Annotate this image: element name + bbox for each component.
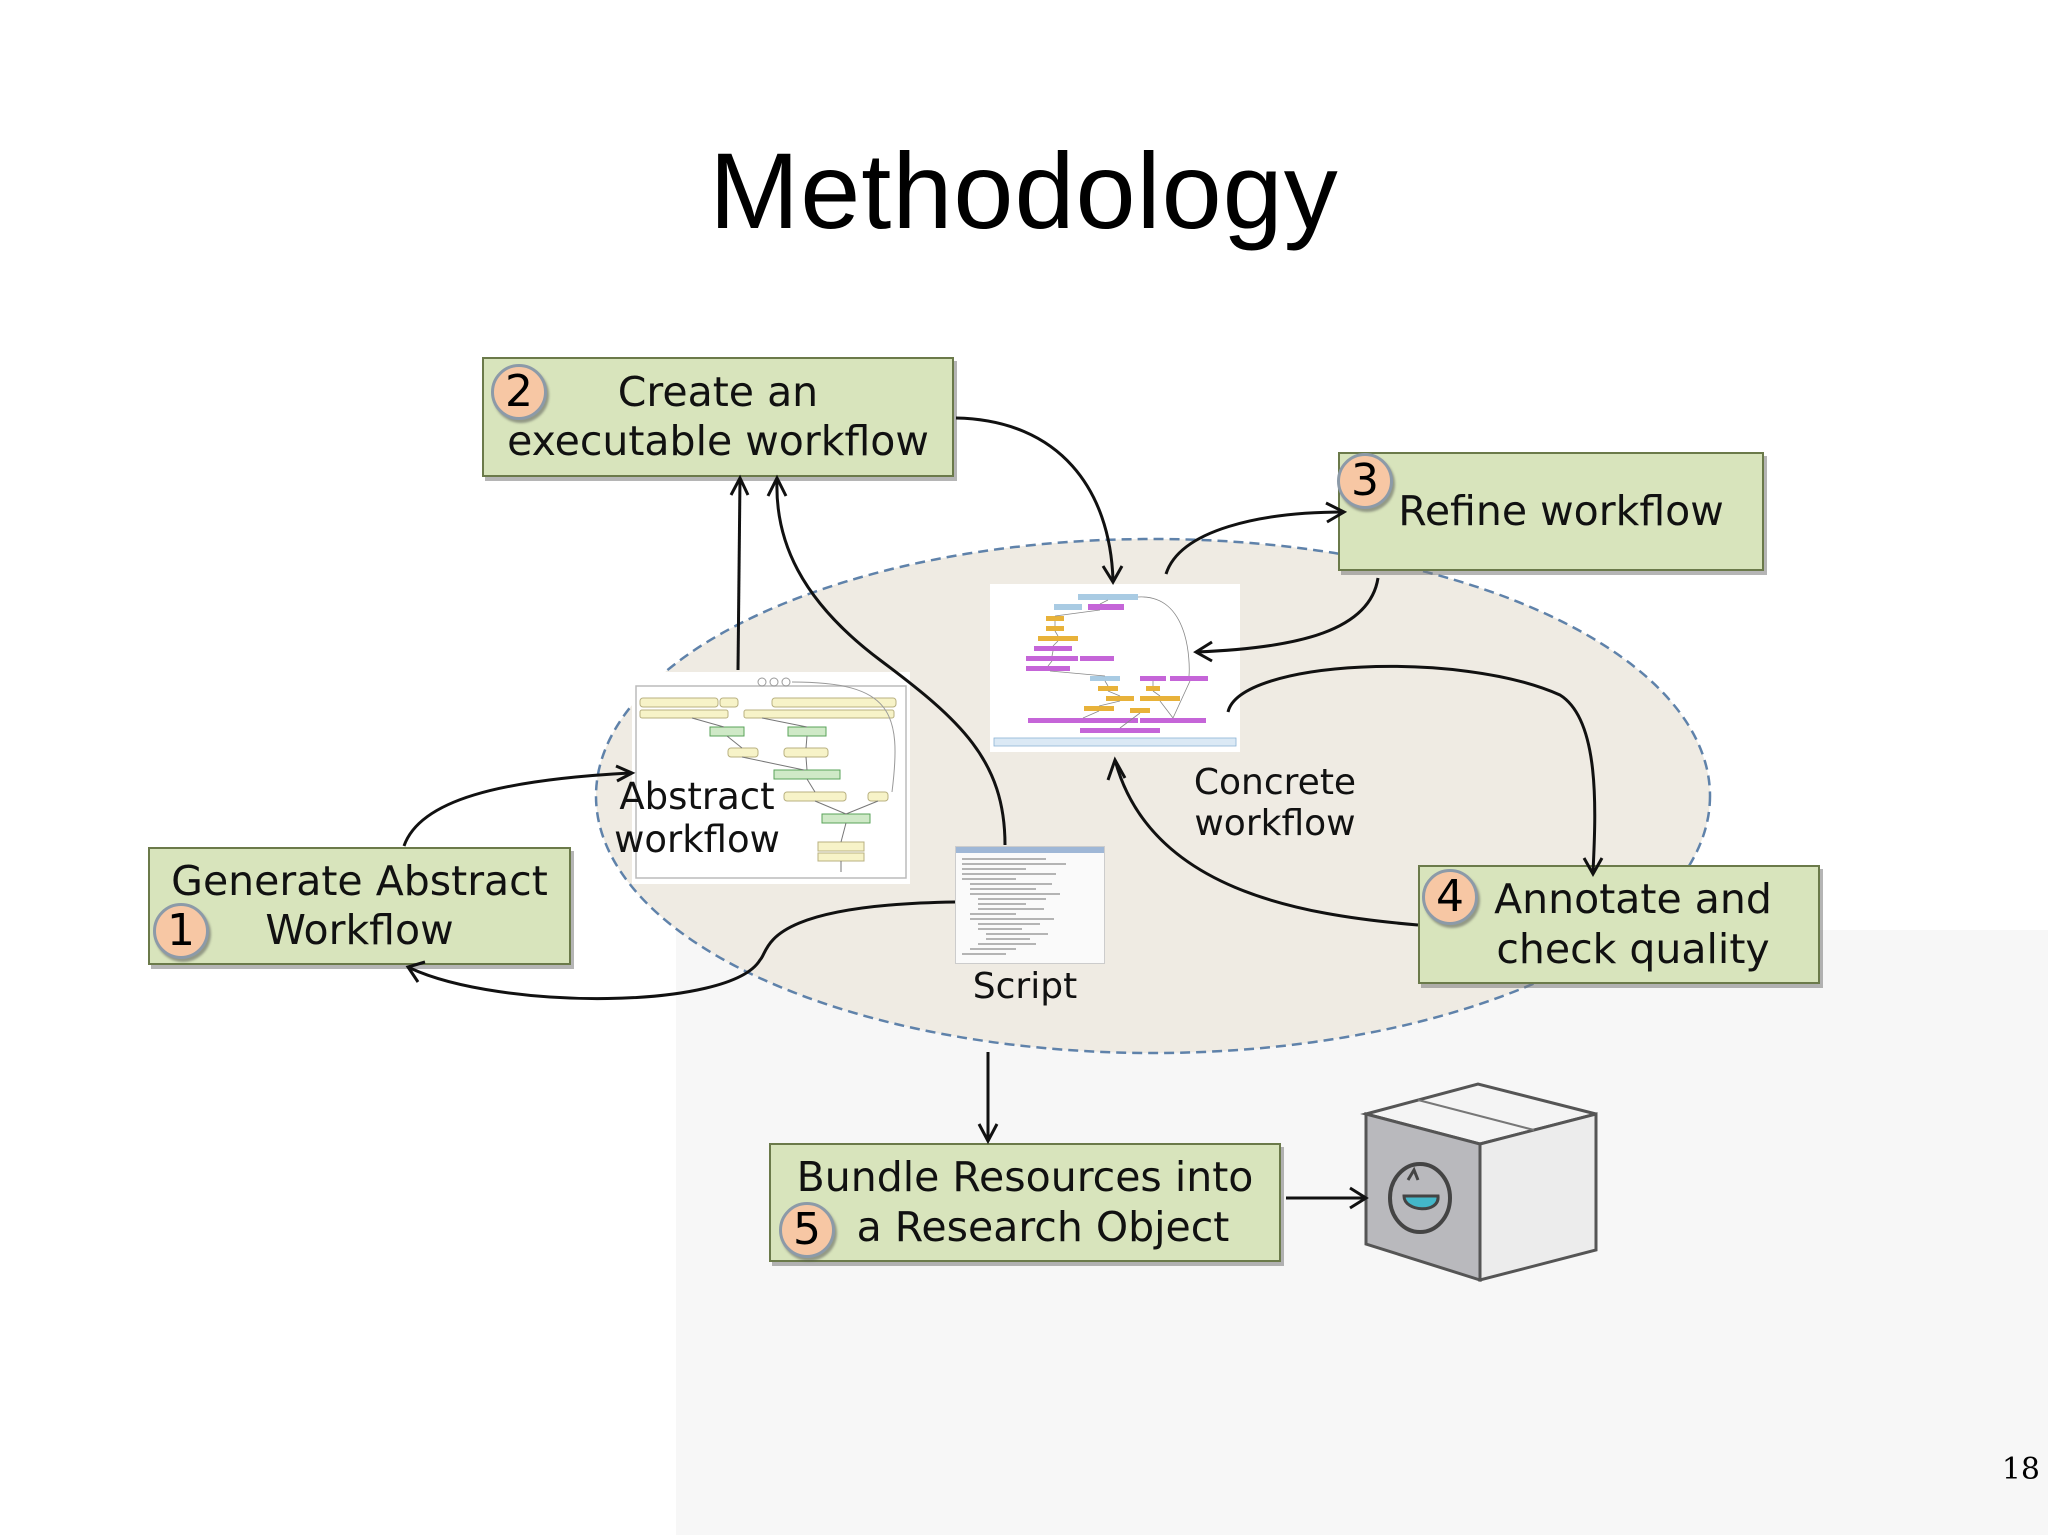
step-1-box: Generate Abstract Workflow bbox=[148, 847, 571, 965]
page-number: 18 bbox=[2001, 1452, 2040, 1487]
step-3-box: Refine workflow bbox=[1338, 452, 1764, 571]
concrete-workflow-label: Concrete workflow bbox=[1180, 762, 1370, 845]
step-5-box: Bundle Resources into a Research Object bbox=[769, 1143, 1281, 1262]
abstract-workflow-label: Abstract workflow bbox=[612, 775, 782, 861]
abstract-workflow-graph bbox=[635, 677, 907, 879]
step-5-line1: Bundle Resources into bbox=[796, 1153, 1254, 1202]
step-4-line2: check quality bbox=[1496, 924, 1770, 973]
step-2-line2: executable workflow bbox=[507, 417, 929, 465]
step-2-box: Create an executable workflow bbox=[482, 357, 954, 477]
step-3-line1: Refine workflow bbox=[1398, 486, 1724, 535]
script-text-lines bbox=[956, 847, 1104, 955]
step-4-line1: Annotate and bbox=[1494, 875, 1772, 924]
slide-title: Methodology bbox=[709, 130, 1339, 251]
concrete-workflow-thumbnail bbox=[990, 584, 1240, 752]
step-1-line1: Generate Abstract bbox=[171, 856, 548, 905]
step-2-badge: 2 bbox=[491, 364, 547, 420]
step-2-line1: Create an bbox=[617, 367, 819, 416]
script-thumbnail bbox=[955, 846, 1105, 964]
concrete-label-line2: workflow bbox=[1194, 803, 1356, 845]
step-1-line2: Workflow bbox=[265, 906, 454, 954]
step-4-box: Annotate and check quality bbox=[1418, 865, 1820, 984]
concrete-label-line1: Concrete bbox=[1193, 762, 1357, 803]
step-5-line2: a Research Object bbox=[856, 1202, 1230, 1251]
abstract-label-line2: workflow bbox=[614, 817, 780, 861]
step-3-badge: 3 bbox=[1337, 453, 1393, 509]
abstract-label-line1: Abstract bbox=[619, 775, 775, 818]
step-5-badge: 5 bbox=[779, 1202, 835, 1258]
step-1-badge: 1 bbox=[153, 903, 209, 959]
script-label: Script bbox=[972, 966, 1078, 1007]
step-4-badge: 4 bbox=[1422, 869, 1478, 925]
abstract-workflow-thumbnail bbox=[632, 672, 910, 884]
concrete-workflow-graph bbox=[993, 594, 1237, 747]
